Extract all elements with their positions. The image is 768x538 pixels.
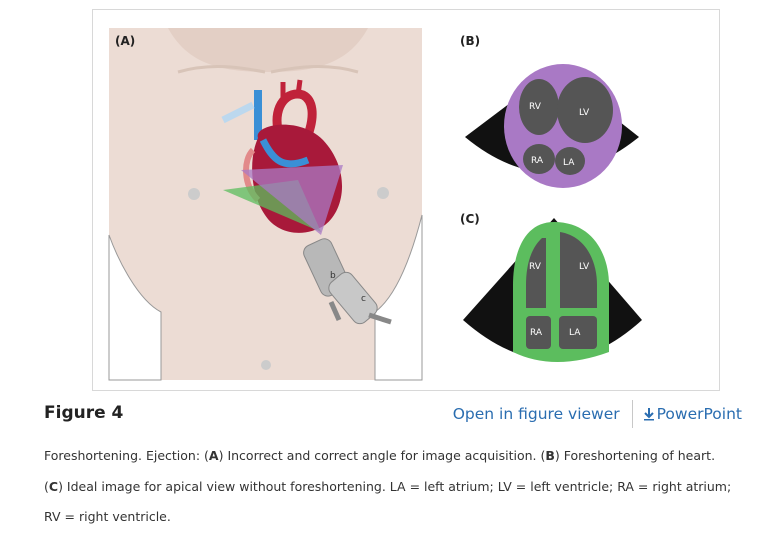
aortic-branches bbox=[280, 79, 303, 100]
panel-b-foreshortened: (B) RV LV RA LA bbox=[460, 34, 639, 188]
probe-b-cable bbox=[328, 300, 342, 322]
panel-c-lv-label: LV bbox=[579, 262, 590, 272]
pulmonary-vessel bbox=[259, 138, 310, 168]
caption-text: ) Incorrect and correct angle for image … bbox=[218, 448, 546, 463]
caption-ref-a: A bbox=[208, 448, 219, 463]
figure-caption: Foreshortening. Ejection: (A) Incorrect … bbox=[44, 441, 744, 533]
panel-b-lv bbox=[557, 77, 613, 143]
right-nipple bbox=[377, 187, 389, 199]
probe-c-cable bbox=[368, 312, 392, 325]
left-collarbone bbox=[177, 65, 266, 74]
caption-ref-c: C bbox=[48, 478, 59, 494]
powerpoint-link-label: PowerPoint bbox=[656, 405, 742, 423]
caption-text: Foreshortening. Ejection: ( bbox=[44, 448, 209, 463]
panel-b-ra bbox=[523, 144, 555, 174]
figure-image[interactable]: b c (A) (B) RV LV RA LA (C) bbox=[92, 9, 720, 391]
panel-c-ra bbox=[526, 316, 551, 349]
figure-links: Open in figure viewer PowerPoint bbox=[453, 400, 742, 428]
link-divider bbox=[631, 400, 633, 428]
download-icon bbox=[643, 408, 654, 421]
panel-c-rv-label: RV bbox=[529, 262, 542, 272]
probe-c bbox=[328, 271, 378, 325]
left-arm-outline bbox=[108, 234, 162, 381]
right-collarbone bbox=[270, 65, 359, 74]
navel bbox=[261, 360, 271, 370]
panel-c-label: (C) bbox=[460, 212, 480, 226]
panel-b-lv-label: LV bbox=[579, 108, 590, 118]
caption-ref-b: B bbox=[545, 448, 555, 463]
panel-c-la bbox=[559, 316, 597, 349]
caption-text: ) Ideal image for apical view without fo… bbox=[58, 478, 732, 494]
panel-c-ra-label: RA bbox=[530, 328, 543, 338]
panel-b-la bbox=[555, 147, 585, 175]
figure-illustration: b c (A) (B) RV LV RA LA (C) bbox=[108, 28, 642, 381]
open-figure-viewer-link[interactable]: Open in figure viewer bbox=[452, 405, 620, 423]
panel-c-la-label: LA bbox=[569, 328, 581, 338]
probe-c-label: c bbox=[361, 294, 366, 304]
neck bbox=[168, 28, 368, 72]
panel-b-rv bbox=[519, 79, 559, 135]
panel-c-rv bbox=[526, 238, 546, 308]
powerpoint-link[interactable]: PowerPoint bbox=[643, 405, 742, 423]
panel-c-ideal: (C) RV LV RA LA bbox=[460, 212, 642, 362]
panel-b-label: (B) bbox=[460, 34, 480, 48]
right-arm-outline bbox=[374, 214, 423, 381]
probe-b-label: b bbox=[330, 271, 336, 281]
left-nipple bbox=[188, 188, 200, 200]
caption-text: ) Foreshortening of heart. bbox=[554, 448, 716, 463]
panel-a-chest: b c (A) bbox=[108, 28, 423, 381]
vessel-branch bbox=[221, 101, 255, 124]
caption-text: ( bbox=[44, 478, 49, 494]
panel-b-rv-label: RV bbox=[529, 102, 542, 112]
panel-b-ra-label: RA bbox=[531, 156, 544, 166]
incorrect-beam bbox=[241, 165, 343, 235]
panel-a-label: (A) bbox=[115, 34, 135, 48]
caption-text: RV = right ventricle. bbox=[44, 509, 171, 524]
aortic-arch bbox=[272, 89, 317, 137]
panel-c-lv bbox=[560, 232, 597, 308]
figure-title: Figure 4 bbox=[44, 403, 124, 423]
panel-b-la-label: LA bbox=[563, 158, 575, 168]
